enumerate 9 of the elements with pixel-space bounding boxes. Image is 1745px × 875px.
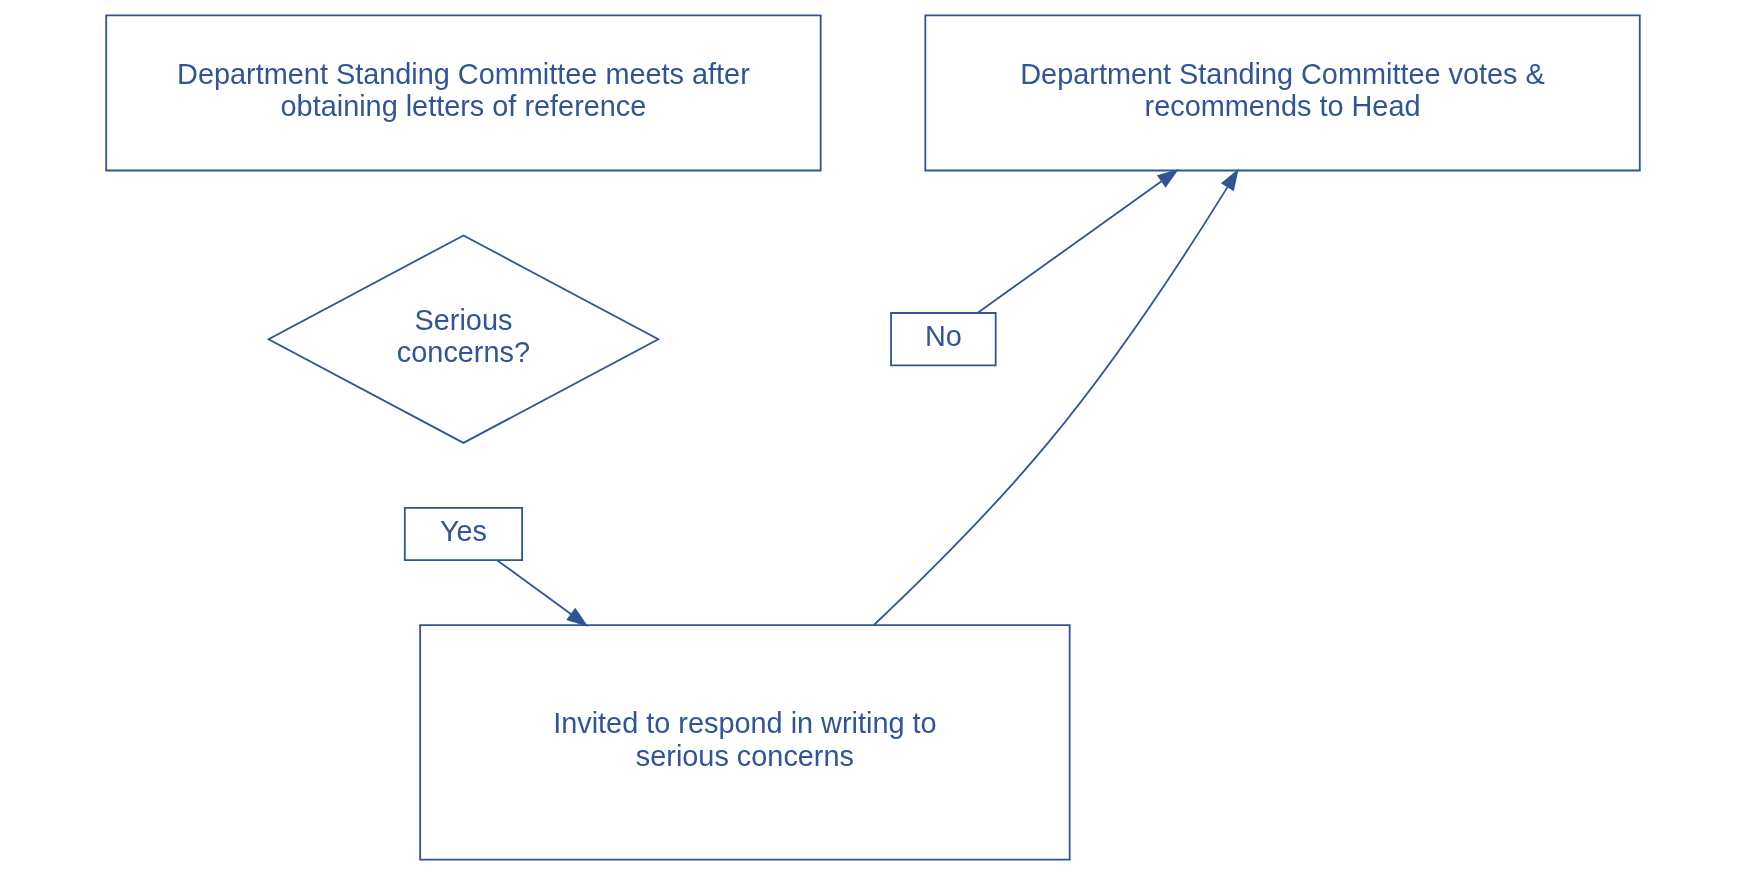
node-box: Yes bbox=[403, 506, 523, 562]
node-diamond: Serious concerns? bbox=[266, 234, 660, 444]
node-box: Department Standing Committee votes & recommends to Head bbox=[923, 14, 1641, 172]
arrow bbox=[872, 168, 1239, 626]
node-box: No bbox=[889, 312, 997, 367]
arrow bbox=[976, 168, 1179, 314]
node-box: Department Standing Committee meets after obtaining letters of reference bbox=[104, 14, 822, 172]
arrow bbox=[496, 559, 588, 627]
node-box: Invited to respond in writing to serious concerns bbox=[418, 624, 1071, 861]
